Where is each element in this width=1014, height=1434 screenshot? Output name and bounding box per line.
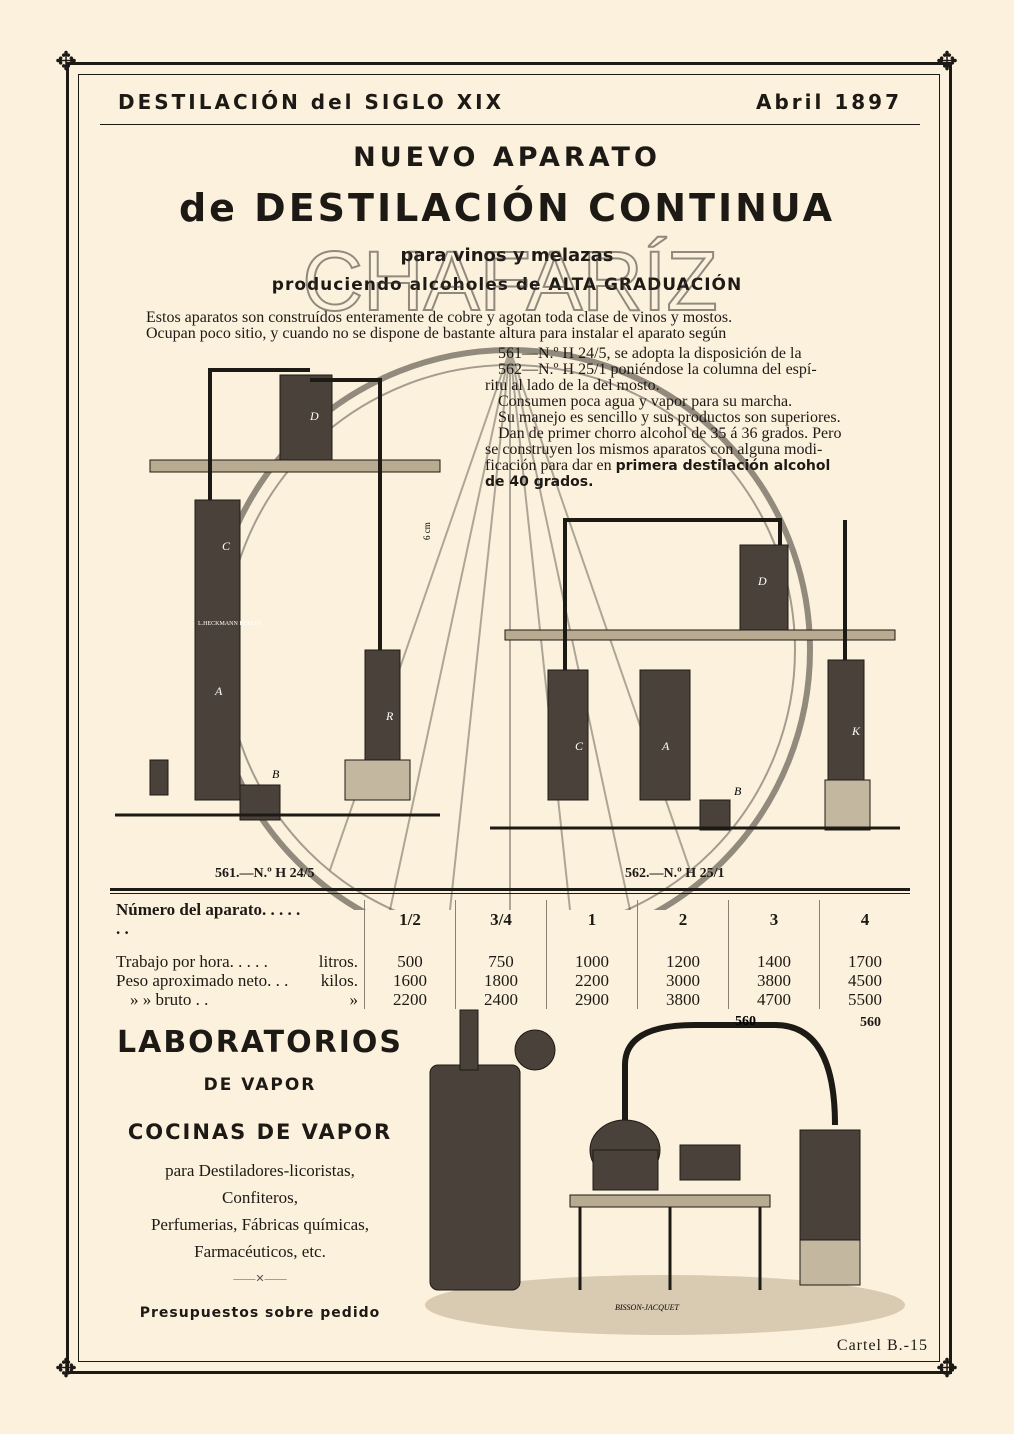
lab-title: LABORATORIOS	[116, 1025, 404, 1060]
cell: 1400	[728, 952, 820, 971]
desc-line: se construyen los mismos aparatos con al…	[485, 441, 823, 458]
outer-frame	[66, 62, 952, 1374]
row-unit: »	[349, 990, 359, 1009]
desc-line: 561—N.º H 24/5, se adopta la disposición…	[498, 345, 802, 362]
desc-line: ficación para dar en	[485, 457, 616, 474]
table-header-cell: 3	[728, 900, 820, 952]
desc-line: Estos aparatos son construídos enteramen…	[146, 309, 733, 326]
lab-subtitle-1: DE VAPOR	[203, 1075, 317, 1095]
row-label: Trabajo por hora. . . . .	[116, 952, 268, 971]
svg-text:D: D	[309, 409, 319, 423]
cell: 3800	[637, 990, 729, 1009]
apparatus-561-illustration: D C A B R L.HECKMANN BERLIN 6 cm	[115, 368, 441, 821]
lab-audience: para Destiladores-licoristas, Confiteros…	[110, 1157, 410, 1265]
cell: 2400	[455, 990, 547, 1009]
svg-text:B: B	[734, 784, 742, 798]
desc-line: Su manejo es sencillo y sus productos so…	[498, 409, 841, 426]
engraver-signature: BISSON-JACQUET	[615, 1303, 680, 1312]
cell: 1200	[637, 952, 729, 971]
header-title: DESTILACIÓN del SIGLO XIX	[118, 90, 505, 114]
lab-line: Farmacéuticos, etc.	[194, 1242, 326, 1261]
cell: 4500	[819, 971, 910, 990]
table-row: Trabajo por hora. . . . . litros. 500 75…	[110, 952, 910, 971]
lab-line: Confiteros,	[221, 1188, 299, 1207]
desc-line: Dan de primer chorro alcohol de 35 á 36 …	[498, 425, 842, 442]
svg-text:C: C	[222, 539, 231, 553]
table-top-rule	[110, 888, 910, 891]
svg-text:B: B	[272, 767, 280, 781]
cartel-number: Cartel B.-15	[836, 1337, 928, 1354]
cell: 3800	[728, 971, 820, 990]
desc-line: 562—N.º H 25/1 poniéndose la columna del…	[498, 361, 817, 378]
header-rule	[100, 124, 920, 125]
figure-562-caption: 562.—N.º H 25/1	[625, 866, 725, 881]
cell: 1700	[819, 952, 910, 971]
inner-frame	[78, 74, 940, 1362]
cell: 4700	[728, 990, 820, 1009]
svg-text:C: C	[575, 739, 584, 753]
cell: 1600	[364, 971, 456, 990]
steam-laboratory-illustration: 560 BISSON-JACQUET	[425, 1009, 905, 1335]
desc-line: Ocupan poco sitio, y cuando no se dispon…	[146, 325, 727, 342]
cell: 1000	[546, 952, 638, 971]
watermark-text: CHAFARÍZ	[302, 234, 717, 328]
description-text-right: 561—N.º H 24/5, se adopta la disposición…	[485, 345, 905, 491]
figure-560-number: 560	[735, 1014, 756, 1029]
lab-subtitle-2: COCINAS DE VAPOR	[127, 1120, 393, 1144]
title-line-2: de DESTILACIÓN CONTINUA	[178, 186, 836, 230]
table-header-cell: 2	[637, 900, 729, 952]
corner-ornament-icon: ✥	[55, 47, 77, 76]
svg-text:D: D	[757, 574, 767, 588]
svg-text:6 cm: 6 cm	[422, 522, 432, 540]
corner-ornament-icon: ✥	[936, 47, 958, 76]
table-header-cell: 1	[546, 900, 638, 952]
svg-text:A: A	[214, 684, 223, 698]
desc-bold: primera destilación alcohol	[615, 458, 831, 474]
row-label: Peso aproximado neto. . .	[116, 971, 289, 990]
lab-footer: Presupuestos sobre pedido	[139, 1305, 381, 1321]
cell: 2900	[546, 990, 638, 1009]
table-header-cell: 1/2	[364, 900, 456, 952]
svg-text:R: R	[385, 709, 394, 723]
apparatus-562-illustration: D C A B K	[490, 518, 900, 831]
cell: 500	[364, 952, 456, 971]
table-header-cell: 4	[819, 900, 910, 952]
cell: 1800	[455, 971, 547, 990]
corner-ornament-icon: ✥	[55, 1354, 77, 1383]
cell: 2200	[546, 971, 638, 990]
row-unit: kilos.	[320, 971, 358, 990]
row-label: » » bruto . .	[130, 990, 209, 1009]
table-row: Peso aproximado neto. . . kilos. 1600 18…	[110, 971, 910, 990]
desc-line: Consumen poca agua y vapor para su march…	[498, 393, 793, 410]
figure-560-caption: 560	[860, 1015, 881, 1030]
cell: 3000	[637, 971, 729, 990]
lab-line: Perfumerias, Fábricas químicas,	[150, 1215, 370, 1234]
table-header-cell: 3/4	[455, 900, 547, 952]
table-header-label: Número del aparato. . . . . . .	[116, 900, 301, 938]
separator: ——✕——	[233, 1273, 287, 1285]
figure-561-caption: 561.—N.º H 24/5	[215, 866, 315, 881]
table-top-rule-thin	[110, 893, 910, 894]
desc-line: ritu al lado de la del mosto.	[485, 377, 660, 394]
cell: 2200	[364, 990, 456, 1009]
cell: 5500	[819, 990, 910, 1009]
lab-line: para Destiladores-licoristas,	[165, 1161, 355, 1180]
cell: 750	[455, 952, 547, 971]
svg-text:A: A	[661, 739, 670, 753]
row-unit: litros.	[318, 952, 358, 971]
table-row: » » bruto . . » 2200 2400 2900 3800 4700…	[110, 990, 910, 1009]
title-line-4: produciendo alcoholes de ALTA GRADUACIÓN	[271, 275, 743, 295]
specifications-table: Número del aparato. . . . . . . 1/2 3/4 …	[110, 900, 910, 1009]
title-line-3: para vinos y melazas	[400, 245, 614, 266]
desc-bold: de 40 grados.	[485, 474, 594, 490]
corner-ornament-icon: ✥	[936, 1354, 958, 1383]
table-header-row: Número del aparato. . . . . . . 1/2 3/4 …	[110, 900, 910, 952]
svg-text:K: K	[851, 724, 861, 738]
description-text: Estos aparatos son construídos enteramen…	[146, 310, 906, 342]
title-line-1: NUEVO APARATO	[353, 142, 661, 173]
svg-text:L.HECKMANN BERLIN: L.HECKMANN BERLIN	[198, 621, 262, 627]
header-date: Abril 1897	[756, 90, 902, 114]
